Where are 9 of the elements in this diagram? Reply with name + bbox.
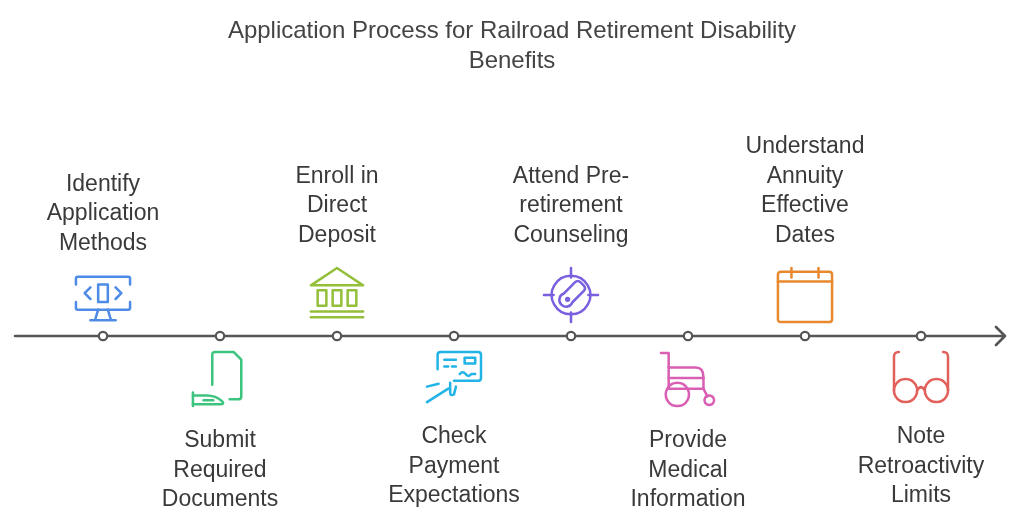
step-label: Understand Annuity Effective Dates [744, 131, 866, 249]
step-label: Submit Required Documents [160, 425, 280, 513]
step-label: Identify Application Methods [45, 168, 161, 257]
step-label: Provide Medical Information [629, 425, 747, 513]
step-label: Note Retroactivity Limits [856, 421, 986, 509]
step-label: Attend Pre-retirement Counseling [511, 160, 631, 249]
diagram-title: Application Process for Railroad Retirement Disability Benefits [226, 15, 798, 75]
step-label: Check Payment Expectations [387, 421, 521, 509]
step-label: Enroll in Direct Deposit [294, 160, 380, 249]
